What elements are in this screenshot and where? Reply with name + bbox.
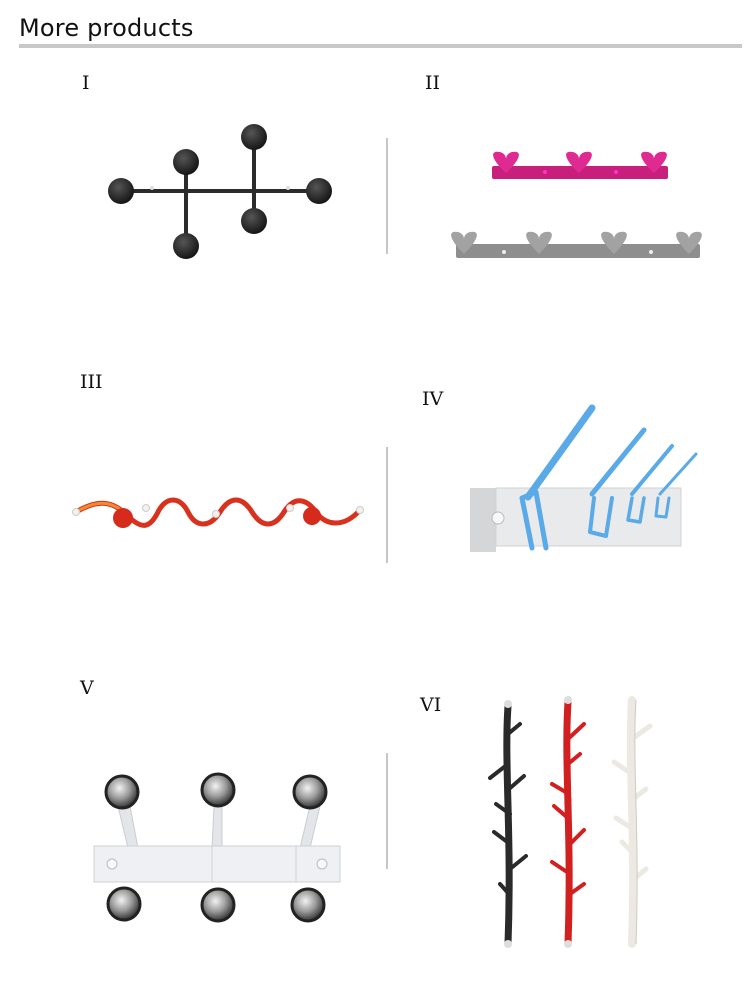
product-label-4: IV <box>422 388 444 410</box>
title-underline <box>19 44 742 48</box>
page-title: More products <box>19 14 194 42</box>
column-divider-2 <box>386 447 388 563</box>
product-label-1: I <box>82 72 90 94</box>
product-label-3: III <box>80 371 103 393</box>
column-divider-3 <box>386 753 388 869</box>
product-label-6: VI <box>420 694 442 716</box>
product-image-4[interactable] <box>466 402 706 562</box>
product-image-3[interactable] <box>70 488 365 538</box>
product-image-2[interactable] <box>446 148 711 268</box>
product-image-6[interactable] <box>486 694 666 954</box>
column-divider-1 <box>386 138 388 254</box>
product-label-2: II <box>425 72 441 94</box>
product-image-1[interactable] <box>100 118 340 268</box>
product-image-5[interactable] <box>88 768 348 928</box>
product-label-5: V <box>80 677 94 699</box>
